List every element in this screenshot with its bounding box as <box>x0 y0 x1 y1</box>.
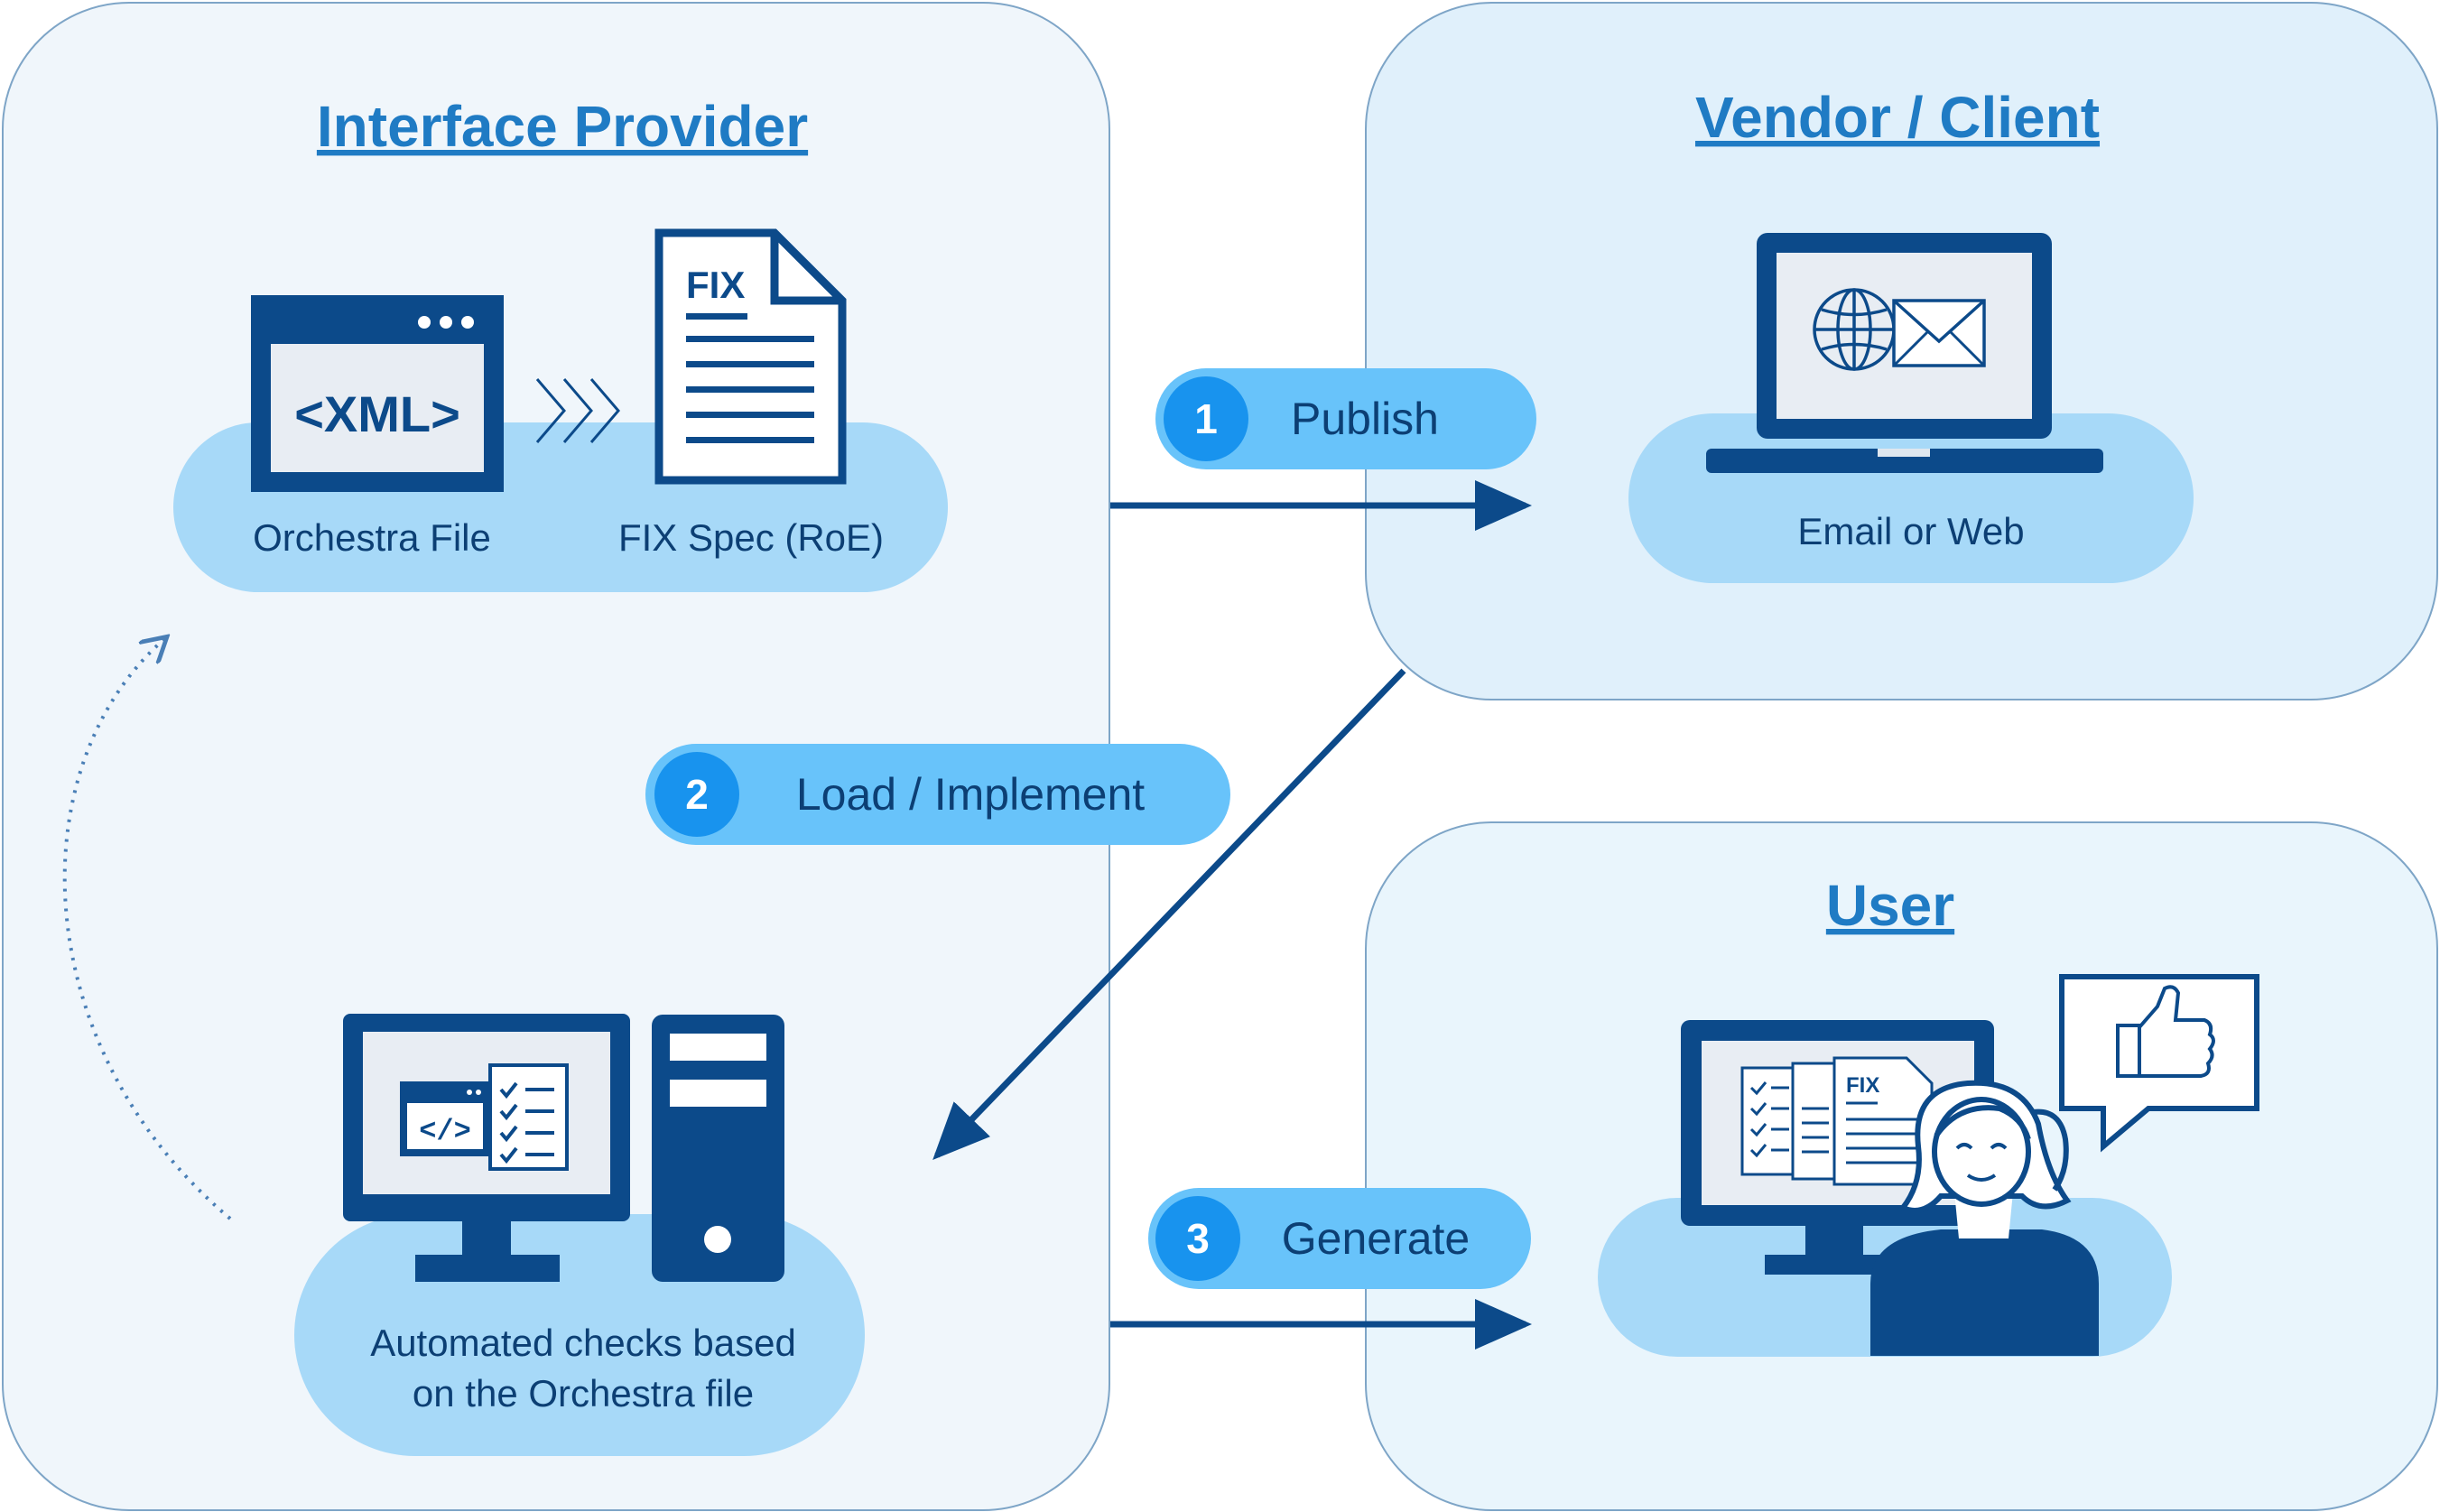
step-generate: 3 Generate <box>1148 1188 1531 1289</box>
step-2-label: Load / Implement <box>796 769 1145 820</box>
email-web-caption: Email or Web <box>1797 510 2024 552</box>
user-fix-label: FIX <box>1846 1073 1879 1098</box>
automated-checks-caption-line1: Automated checks based <box>370 1322 796 1364</box>
fix-document-icon: FIX <box>654 228 847 485</box>
speech-bubble-icon <box>2059 974 2259 1153</box>
user-title: User <box>1826 873 1954 938</box>
thumbs-up-icon <box>2116 985 2215 1078</box>
orchestra-file-caption: Orchestra File <box>253 516 491 559</box>
triple-chevron-icon <box>535 378 620 443</box>
window-xml-icon: <XML> <box>251 295 504 492</box>
step-3-number: 3 <box>1186 1215 1210 1262</box>
person-icon <box>1870 1080 2099 1356</box>
email-web-pill <box>1628 413 2194 583</box>
xml-label: <XML> <box>294 385 460 442</box>
step-load-implement: 2 Load / Implement <box>645 744 1230 845</box>
step-3-label: Generate <box>1282 1213 1470 1264</box>
step-1-number: 1 <box>1194 395 1218 442</box>
load-implement-arrow <box>932 668 1406 1161</box>
step-1-label: Publish <box>1291 394 1439 444</box>
feedback-loop-arrow <box>62 639 232 1220</box>
envelope-icon <box>1892 299 1986 367</box>
interface-provider-title: Interface Provider <box>317 94 808 159</box>
globe-icon <box>1813 288 1896 371</box>
fix-spec-caption: FIX Spec (RoE) <box>618 516 884 559</box>
step-publish: 1 Publish <box>1155 368 1536 469</box>
automated-checks-caption-line2: on the Orchestra file <box>413 1372 754 1415</box>
svg-text:</>: </> <box>419 1115 471 1148</box>
tower-pc-icon <box>652 1015 784 1282</box>
checklist-icon <box>488 1063 569 1171</box>
fix-label: FIX <box>686 264 745 306</box>
step-2-number: 2 <box>685 771 709 818</box>
vendor-client-title: Vendor / Client <box>1695 85 2100 150</box>
